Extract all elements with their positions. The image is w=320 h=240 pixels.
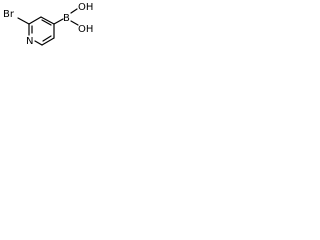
bond-c3-c4: [40, 16, 55, 25]
hydroxyl-lower-label: OH: [78, 24, 93, 35]
ring-bonds: [28, 16, 55, 46]
bond-c2-br: [17, 17, 30, 25]
nitrogen-label: N: [26, 36, 33, 47]
hydroxyl-upper-label: OH: [78, 2, 93, 13]
structure-diagram: Br N B OH OH: [3, 2, 93, 47]
bond-c2-c3: [28, 16, 42, 25]
double-bond-c3-c4: [41, 19, 52, 26]
double-bond-c5-c6: [42, 35, 52, 42]
boron-label: B: [63, 13, 70, 24]
bond-c5-c6: [41, 37, 55, 46]
bond-b-oh-lower: [70, 20, 79, 26]
bromine-label: Br: [3, 9, 15, 20]
bond-b-oh-upper: [70, 8, 78, 14]
bond-c6-n: [34, 40, 43, 46]
bond-c4-b: [53, 18, 64, 25]
